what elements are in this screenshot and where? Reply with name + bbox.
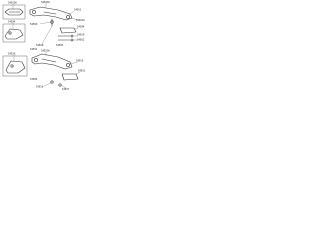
leader-lines	[12, 3, 81, 89]
bushing-front	[32, 10, 36, 14]
callout-label: 54555	[76, 60, 84, 63]
callout-label: 54559	[77, 34, 85, 37]
lower-arm-assembly	[29, 6, 73, 27]
callout-labels: 54550A 54560A 54551 54563A 54580 54584 5…	[8, 1, 86, 91]
callout-label: 54580	[30, 23, 38, 26]
crossmember-part	[4, 8, 24, 16]
lower-arm-part	[29, 6, 73, 21]
bracket-2-part	[61, 73, 79, 81]
nut-1	[70, 34, 74, 38]
callout-label: 54584	[77, 26, 85, 29]
arm-detail-bushing	[8, 31, 12, 35]
callout-label: 54551	[74, 9, 82, 12]
inset-box-bottom	[2, 55, 28, 77]
inset-arm-middle	[2, 23, 26, 43]
inset-box-middle	[2, 23, 26, 43]
callout-label: 54563A	[76, 19, 85, 22]
callout-label: 54550A	[8, 2, 17, 5]
callout-label: 54562	[77, 39, 85, 42]
callout-label: 54551	[78, 70, 86, 73]
callout-label: 54559	[36, 86, 44, 89]
bushing-2-rear	[66, 63, 70, 67]
bushing-rear	[66, 15, 70, 19]
inset-box-top	[2, 4, 26, 20]
lower-arm-2-part	[31, 53, 73, 70]
callout-label: 54584	[8, 21, 16, 24]
nut-3	[50, 80, 54, 84]
inset-arm-bottom	[2, 55, 28, 77]
callout-label: 54581	[56, 44, 64, 47]
lower-arm-2-rib	[41, 58, 57, 63]
lower-arm-rib	[43, 11, 57, 15]
callout-label: 54556	[8, 53, 16, 56]
suspension-parts-diagram: 54550A 54560A 54551 54563A 54580 54584 5…	[2, 1, 86, 91]
arm-detail-part	[4, 28, 24, 40]
lower-arm-assembly-2	[31, 53, 79, 87]
lower-arm-detail-part	[5, 60, 26, 74]
inset-crossmember-top	[2, 4, 26, 20]
nut-2	[70, 38, 74, 42]
bracket-bolts	[57, 27, 77, 42]
bracket-part	[59, 27, 77, 34]
lower-arm-detail-bushing	[10, 64, 14, 68]
callout-label: 54560A	[41, 1, 50, 4]
callout-label: 54584	[30, 78, 38, 81]
nut-4	[58, 83, 62, 87]
callout-label: 54550A	[41, 50, 50, 53]
callout-label: 54566	[36, 44, 44, 47]
callout-label: 54551	[30, 48, 38, 51]
callout-label: 54557	[62, 88, 70, 91]
bushing-2-front	[34, 58, 38, 62]
